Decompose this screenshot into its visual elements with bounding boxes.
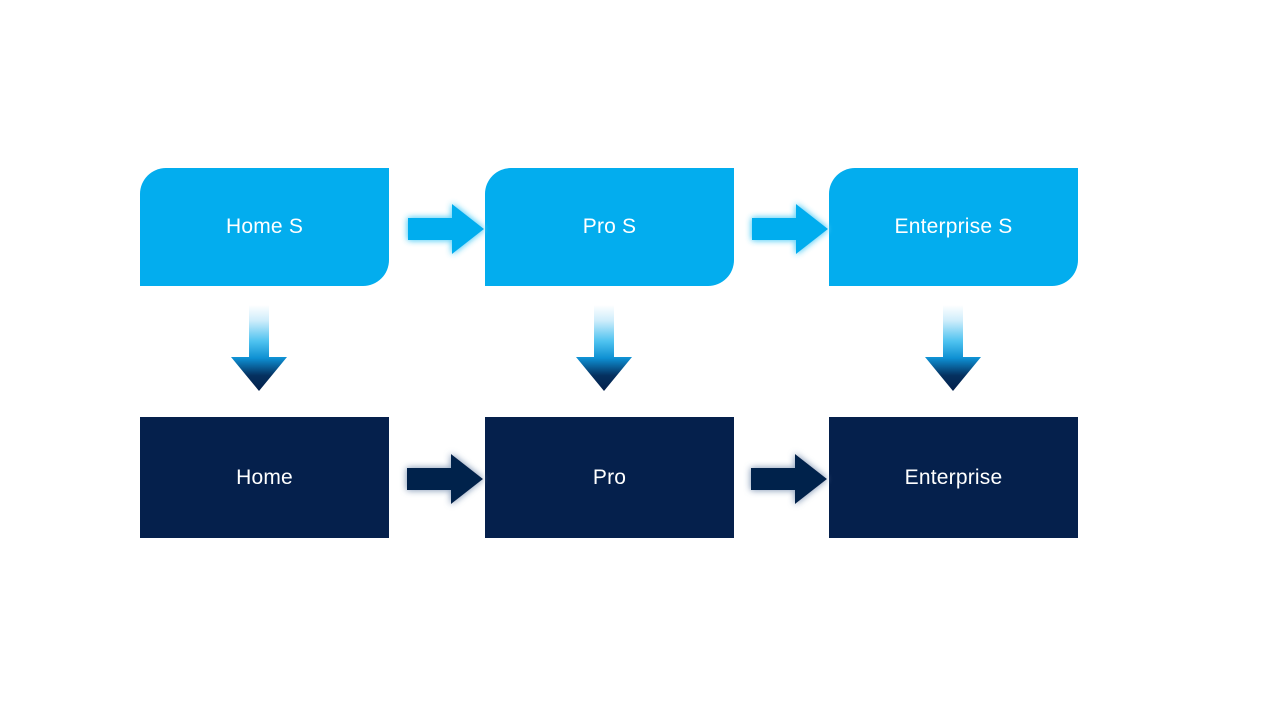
node-home-s[interactable]: Home S (140, 168, 389, 286)
node-enterprise-label: Enterprise (904, 465, 1003, 489)
node-pro[interactable]: Pro (485, 417, 734, 538)
arrow-enterprise-s-to-enterprise-icon (922, 305, 984, 393)
node-pro-s-label: Pro S (582, 215, 637, 239)
node-home[interactable]: Home (140, 417, 389, 538)
arrow-pro-to-enterprise-icon (749, 452, 829, 506)
node-enterprise-s-label: Enterprise S (894, 215, 1013, 239)
arrow-pro-s-to-pro-icon (573, 305, 635, 393)
arrow-home-s-to-pro-s-icon (408, 202, 486, 256)
arrow-home-s-to-home-icon (228, 305, 290, 393)
arrow-pro-s-to-enterprise-s-icon (752, 202, 830, 256)
node-pro-s[interactable]: Pro S (485, 168, 734, 286)
node-home-label: Home (236, 465, 293, 489)
node-enterprise-s[interactable]: Enterprise S (829, 168, 1078, 286)
node-enterprise[interactable]: Enterprise (829, 417, 1078, 538)
arrow-home-to-pro-icon (405, 452, 485, 506)
node-home-s-label: Home S (225, 215, 304, 239)
node-pro-label: Pro (592, 465, 627, 489)
